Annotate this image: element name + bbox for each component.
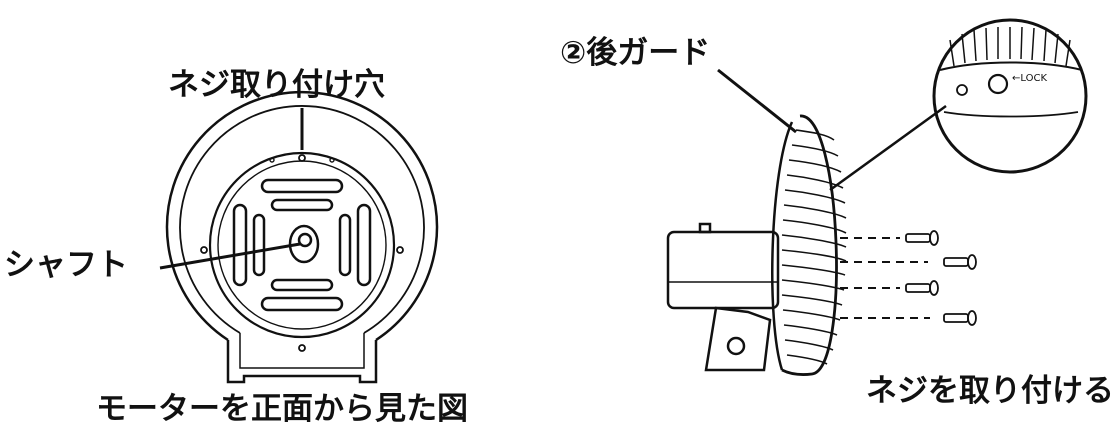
motor-inner-housing <box>179 105 425 334</box>
vent-slot-right-1 <box>356 203 372 287</box>
vent-slot-bottom-1 <box>260 296 344 312</box>
motor-body-side <box>666 230 780 310</box>
vent-slot-left-1 <box>232 203 248 287</box>
leader-rear-guard <box>717 68 797 134</box>
vent-slot-bottom-2 <box>270 278 334 292</box>
shaft-boss <box>288 224 320 264</box>
vent-slot-top-1 <box>260 178 344 194</box>
screw-4 <box>943 310 977 326</box>
screw-2 <box>943 254 977 270</box>
screw-1 <box>905 230 939 246</box>
rivet-tl <box>269 157 275 163</box>
detail-ribs <box>949 26 1071 67</box>
motor-body-top-tab <box>698 222 712 234</box>
motor-plate-ring <box>208 151 396 339</box>
leader-shaft <box>159 242 301 270</box>
detail-zoom <box>829 18 1088 192</box>
screw-3 <box>905 280 939 296</box>
motor-stand <box>226 340 378 384</box>
stand-bracket <box>704 306 772 372</box>
fan-side-view <box>666 114 838 376</box>
screw-hole-left <box>200 246 208 254</box>
screw-guide-lines <box>840 237 930 319</box>
detail-hole-small <box>956 84 968 96</box>
motor-outer-housing <box>165 90 439 342</box>
bracket-pivot <box>726 336 746 356</box>
vent-slot-right-2 <box>338 213 352 277</box>
screw-hole-right <box>396 246 404 254</box>
detail-hole-lock <box>987 73 1009 95</box>
detail-circle <box>932 18 1088 174</box>
screw-hole-bottom <box>298 344 306 352</box>
vent-slot-left-2 <box>252 213 266 277</box>
leader-detail <box>829 104 947 192</box>
label-screw-hole: ネジ取り付け穴 <box>168 67 385 103</box>
shaft-center <box>297 232 313 248</box>
screw-hole-top <box>298 154 306 162</box>
caption-motor-front-view: モーターを正面から見た図 <box>96 391 468 427</box>
motor-stand-inner <box>239 333 365 369</box>
detail-guard-edge <box>939 61 1083 71</box>
caption-attach-screws: ネジを取り付ける <box>866 373 1114 409</box>
detail-ring-edge <box>943 111 1079 118</box>
motor-front-view <box>165 90 439 384</box>
screws <box>905 230 977 326</box>
rear-guard-outer <box>781 114 838 376</box>
rivet-tr <box>329 157 335 163</box>
label-shaft: シャフト <box>4 247 128 283</box>
vent-slot-top-2 <box>270 198 334 212</box>
label-rear-guard: ②後ガード <box>560 35 711 71</box>
rear-guard-rim <box>771 121 794 371</box>
label-lock-mark: ←LOCK <box>1012 73 1048 84</box>
rear-guard-ribs <box>781 129 847 365</box>
